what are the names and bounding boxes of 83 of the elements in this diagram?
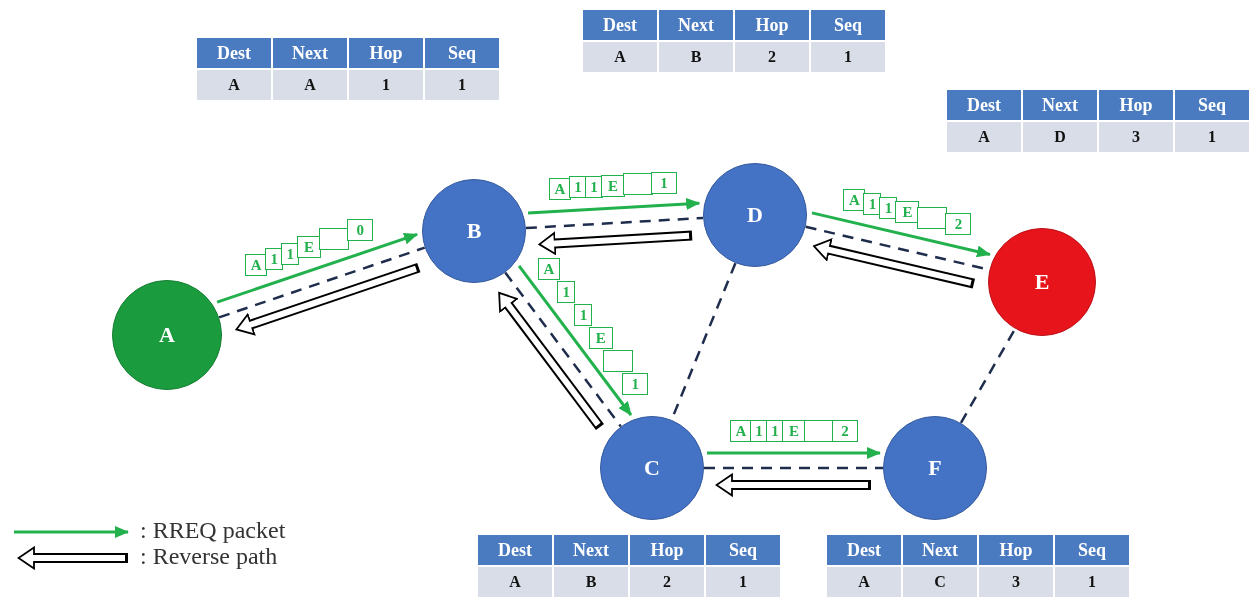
routing-entry: A xyxy=(197,70,271,100)
packet-field: E xyxy=(600,174,625,197)
column-header: Dest xyxy=(583,10,657,40)
routing-entry: A xyxy=(827,567,901,597)
packet-field: 1 xyxy=(281,242,300,265)
column-header: Hop xyxy=(630,535,704,565)
dashed-link xyxy=(704,466,883,470)
dashed-link xyxy=(959,328,1017,424)
legend-text: : Reverse path xyxy=(140,543,278,570)
routing-entry: 1 xyxy=(706,567,780,597)
routing-entry: 1 xyxy=(425,70,499,100)
rreq-arrow xyxy=(216,232,419,304)
legend-text: : RREQ packet xyxy=(140,517,286,544)
routing-entry: C xyxy=(903,567,977,597)
column-header: Dest xyxy=(197,38,271,68)
packet-field: 1 xyxy=(557,281,576,304)
packet-field: A xyxy=(245,254,268,277)
dashed-link xyxy=(218,246,426,319)
routing-entry: 1 xyxy=(1055,567,1129,597)
node-label: D xyxy=(747,202,763,228)
routing-entry: A xyxy=(583,42,657,72)
column-header: Hop xyxy=(349,38,423,68)
column-header: Next xyxy=(273,38,347,68)
packet-field: 1 xyxy=(863,193,882,216)
routing-entry: B xyxy=(554,567,628,597)
rreq-arrow xyxy=(811,211,991,258)
packet-field: 1 xyxy=(622,373,649,396)
column-header: Next xyxy=(1023,90,1097,120)
packet-field: E xyxy=(895,201,920,224)
routing-entry: A xyxy=(273,70,347,100)
rreq-arrow xyxy=(517,265,633,416)
routing-entry: 3 xyxy=(1099,122,1173,152)
dashed-link xyxy=(504,271,622,428)
column-header: Seq xyxy=(1175,90,1249,120)
packet-field: 2 xyxy=(832,419,858,442)
packet-field: A xyxy=(537,258,560,281)
packet-field: 1 xyxy=(265,247,284,270)
packet-field: 0 xyxy=(347,218,374,241)
routing-entry: A xyxy=(947,122,1021,152)
routing-entry: 1 xyxy=(811,42,885,72)
routing-entry: A xyxy=(478,567,552,597)
rreq-arrow xyxy=(527,197,701,215)
node-label: E xyxy=(1034,269,1050,295)
routing-entry: D xyxy=(1023,122,1097,152)
column-header: Dest xyxy=(478,535,552,565)
column-header: Seq xyxy=(811,10,885,40)
column-header: Dest xyxy=(947,90,1021,120)
routing-entry: 2 xyxy=(735,42,809,72)
packet-field: E xyxy=(782,419,806,442)
column-header: Dest xyxy=(827,535,901,565)
column-header: Next xyxy=(903,535,977,565)
routing-entry: 2 xyxy=(630,567,704,597)
column-header: Next xyxy=(659,10,733,40)
node-label: B xyxy=(466,218,482,244)
column-header: Seq xyxy=(1055,535,1129,565)
routing-entry: 3 xyxy=(979,567,1053,597)
routing-entry: 1 xyxy=(1175,122,1249,152)
node-label: A xyxy=(159,322,175,348)
routing-entry: 1 xyxy=(349,70,423,100)
packet-field: A xyxy=(730,419,752,442)
packet-field: A xyxy=(843,188,866,211)
packet-field: 1 xyxy=(766,419,784,442)
packet-field: 1 xyxy=(574,304,593,327)
column-header: Hop xyxy=(979,535,1053,565)
packet-field: 1 xyxy=(879,196,898,219)
packet-field: 1 xyxy=(650,171,677,194)
routing-entry: B xyxy=(659,42,733,72)
packet-field: A xyxy=(548,177,571,200)
column-header: Next xyxy=(554,535,628,565)
dashed-link xyxy=(525,216,704,230)
column-header: Seq xyxy=(706,535,780,565)
rreq-arrow xyxy=(707,447,881,459)
packet-field: 1 xyxy=(568,176,587,199)
column-header: Hop xyxy=(735,10,809,40)
packet-field: 1 xyxy=(750,419,768,442)
node-label: C xyxy=(644,455,660,481)
packet-field: 2 xyxy=(945,213,972,236)
packet-field: E xyxy=(588,327,613,350)
node-label: F xyxy=(928,455,942,481)
packet-field: 1 xyxy=(584,175,603,198)
column-header: Seq xyxy=(425,38,499,68)
column-header: Hop xyxy=(1099,90,1173,120)
packet-field: E xyxy=(297,236,322,259)
